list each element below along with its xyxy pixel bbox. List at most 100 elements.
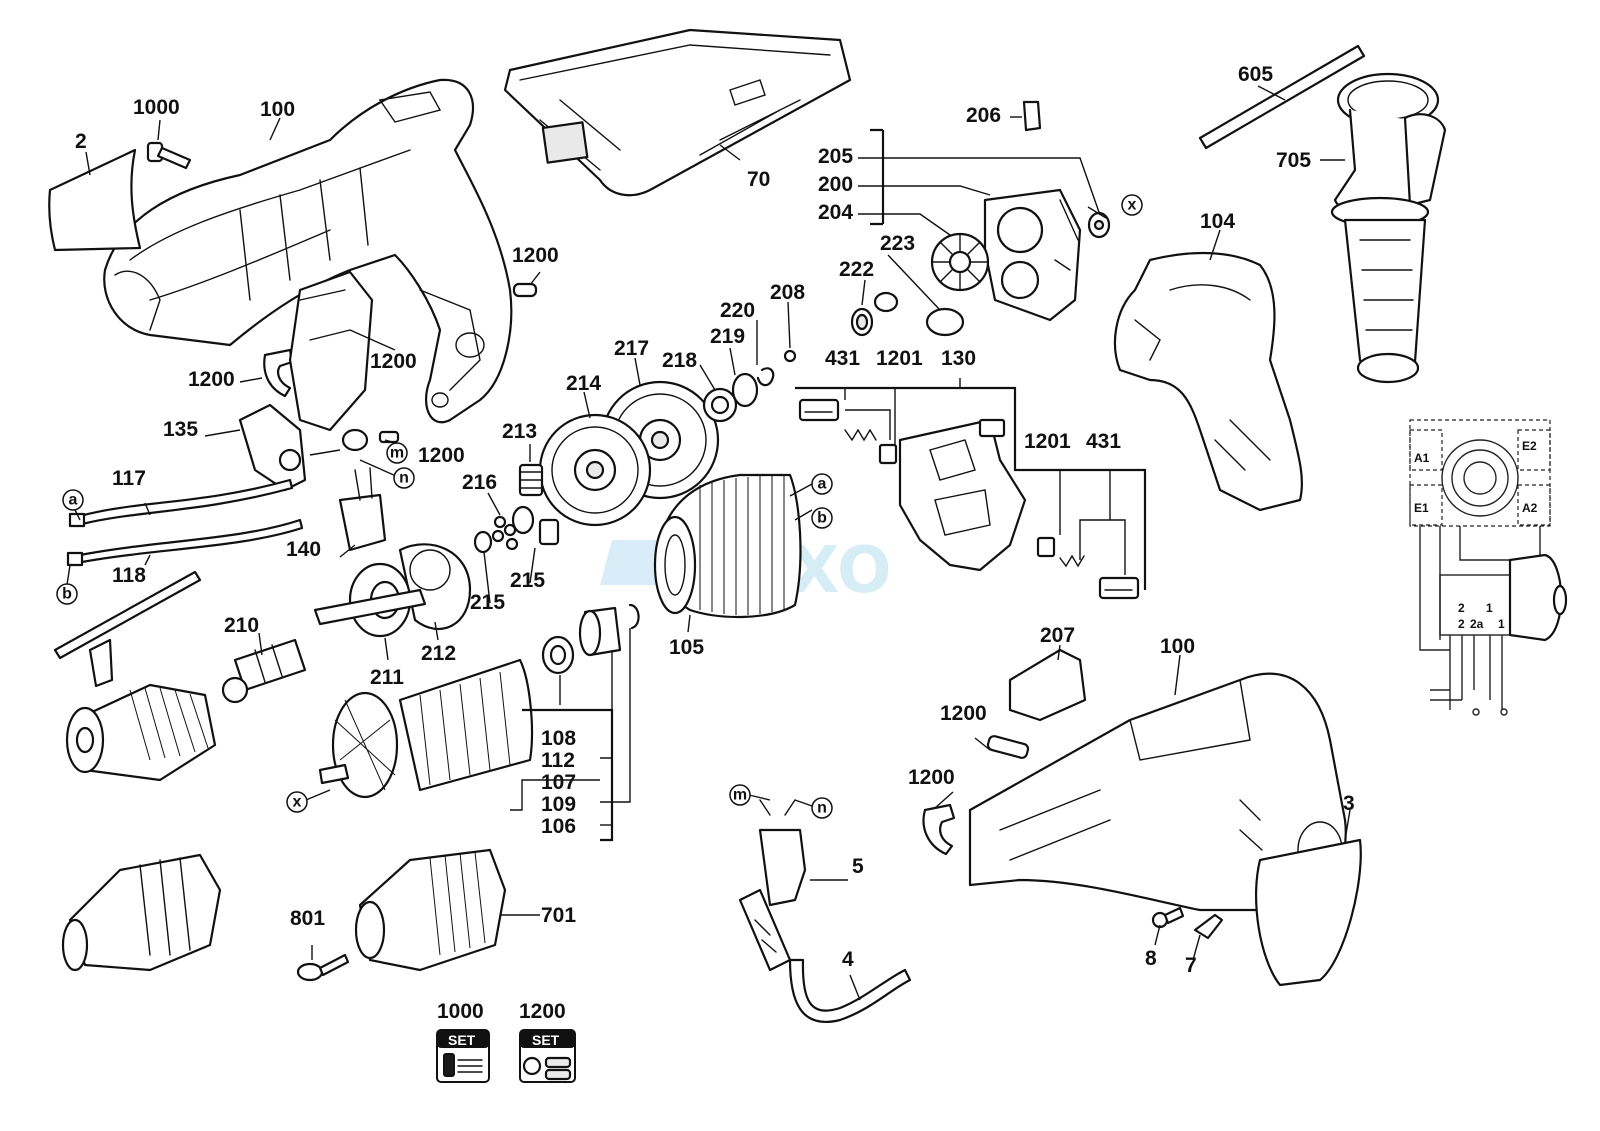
wiring-label-a1: A1 [1414, 451, 1430, 465]
callout-210: 210 [224, 614, 259, 637]
callout-1200-e: 1200 [940, 702, 987, 725]
callout-112: 112 [541, 749, 575, 772]
clip-part-1200-f [922, 803, 956, 856]
pinion-part-213 [518, 463, 544, 497]
set-badge-1200: SET [519, 1029, 576, 1083]
wiring-label-a2: A2 [1522, 501, 1538, 515]
spring-part-1201-b [1059, 554, 1085, 568]
callout-205: 205 [818, 145, 853, 168]
set-badge-1000: SET [436, 1029, 490, 1083]
callout-107: 107 [541, 771, 576, 794]
callout-204: 204 [818, 201, 853, 224]
brush-holder-plate [983, 188, 1082, 322]
callout-220: 220 [720, 299, 755, 322]
callout-701: 701 [541, 904, 576, 927]
washer-part-219 [731, 372, 759, 408]
armature-part-107 [318, 658, 534, 799]
letter-m-switch: m [390, 445, 404, 462]
callout-207: 207 [1040, 624, 1075, 647]
commutator-part-204 [930, 232, 990, 292]
spindle-part-210 [221, 638, 307, 704]
callout-605: 605 [1238, 63, 1273, 86]
wire-part-118 [66, 518, 304, 567]
housing-half-left [103, 78, 513, 424]
callout-1200-d: 1200 [418, 444, 465, 467]
balls-part-216 [491, 515, 519, 551]
drill-chuck-keyed [65, 683, 217, 782]
wiring-label-e1: E1 [1414, 501, 1429, 515]
callout-215-b: 215 [470, 591, 505, 614]
rear-handle-part-104 [1113, 251, 1304, 512]
ring-part-109 [628, 603, 640, 630]
clip-part-1200-c [263, 348, 294, 398]
letter-x-washer: x [1128, 197, 1137, 214]
reference-letters: a b a b m n m n x x [56, 194, 1143, 819]
power-cord-part-4 [788, 958, 912, 1023]
callout-223: 223 [880, 232, 915, 255]
switch-cover-part-207 [1008, 648, 1087, 722]
callout-1000-set: 1000 [437, 1000, 484, 1023]
bearing-part-108 [541, 635, 575, 675]
callout-117: 117 [112, 467, 146, 490]
callout-214: 214 [566, 372, 601, 395]
side-handle-part-705 [1330, 72, 1447, 384]
callout-1200-set: 1200 [519, 1000, 566, 1023]
screw-part-1000 [146, 141, 192, 170]
callout-219: 219 [710, 325, 745, 348]
callout-218: 218 [662, 349, 697, 372]
callout-100: 100 [260, 98, 295, 121]
callout-109: 109 [541, 793, 576, 816]
callout-200: 200 [818, 173, 853, 196]
capacitor-part-140 [338, 467, 387, 552]
callout-2: 2 [75, 130, 87, 153]
wire-part-117 [68, 478, 294, 528]
brush-part-1201-a [878, 443, 898, 465]
ball-part-208 [783, 349, 797, 363]
callout-135: 135 [163, 418, 198, 441]
coupler-part-215 [538, 518, 560, 546]
callout-3: 3 [1343, 792, 1355, 815]
callout-100-b: 100 [1160, 635, 1195, 658]
callout-7: 7 [1185, 954, 1197, 977]
callout-217: 217 [614, 337, 649, 360]
callout-1201-b: 1201 [1024, 430, 1071, 453]
callout-213: 213 [502, 420, 537, 443]
bearing-part-223 [925, 307, 965, 337]
callout-431-b: 431 [1086, 430, 1121, 453]
depth-rod-part-605 [1198, 44, 1366, 150]
spring-part-1201-a [844, 428, 877, 442]
letter-a-wire: a [69, 492, 78, 509]
callout-140: 140 [286, 538, 321, 561]
callout-1200-b: 1200 [370, 350, 417, 373]
watermark-text: XO [790, 534, 891, 608]
tab-part-206 [1022, 100, 1042, 132]
callout-212: 212 [421, 642, 456, 665]
callout-labels: 2 1000 100 1200 1200 1200 70 206 205 200… [75, 63, 1355, 1023]
letter-m-cord: m [733, 787, 747, 804]
wiring-label-t1: 2 [1458, 601, 1465, 615]
wiring-label-t3: 2a [1470, 617, 1484, 631]
callout-130: 130 [941, 347, 976, 370]
spindle-shaft [313, 588, 427, 626]
wiring-schematic: A1 E2 E1 A2 2 2 2a 1 1 [1409, 419, 1568, 716]
watermark: XO [600, 534, 891, 608]
letter-a-stator: a [818, 476, 827, 493]
cord-guard-part-5 [738, 799, 807, 972]
wiring-label-t2: 2 [1458, 617, 1465, 631]
switch-part-135 [238, 270, 374, 492]
callout-104: 104 [1200, 210, 1235, 233]
callout-1200-f: 1200 [908, 766, 955, 789]
screw-part-8 [1151, 906, 1185, 929]
wiring-label-t4: 1 [1486, 601, 1493, 615]
brush-part-431-b [1098, 576, 1140, 600]
callout-1200-c: 1200 [188, 368, 235, 391]
callout-211: 211 [370, 666, 404, 689]
washer-part-223 [873, 291, 899, 313]
callout-206: 206 [966, 104, 1001, 127]
callout-705: 705 [1276, 149, 1311, 172]
callout-8: 8 [1145, 947, 1157, 970]
leader-lines [66, 85, 1351, 1001]
bearing-part-112 [578, 606, 622, 657]
callout-431-a: 431 [825, 347, 860, 370]
